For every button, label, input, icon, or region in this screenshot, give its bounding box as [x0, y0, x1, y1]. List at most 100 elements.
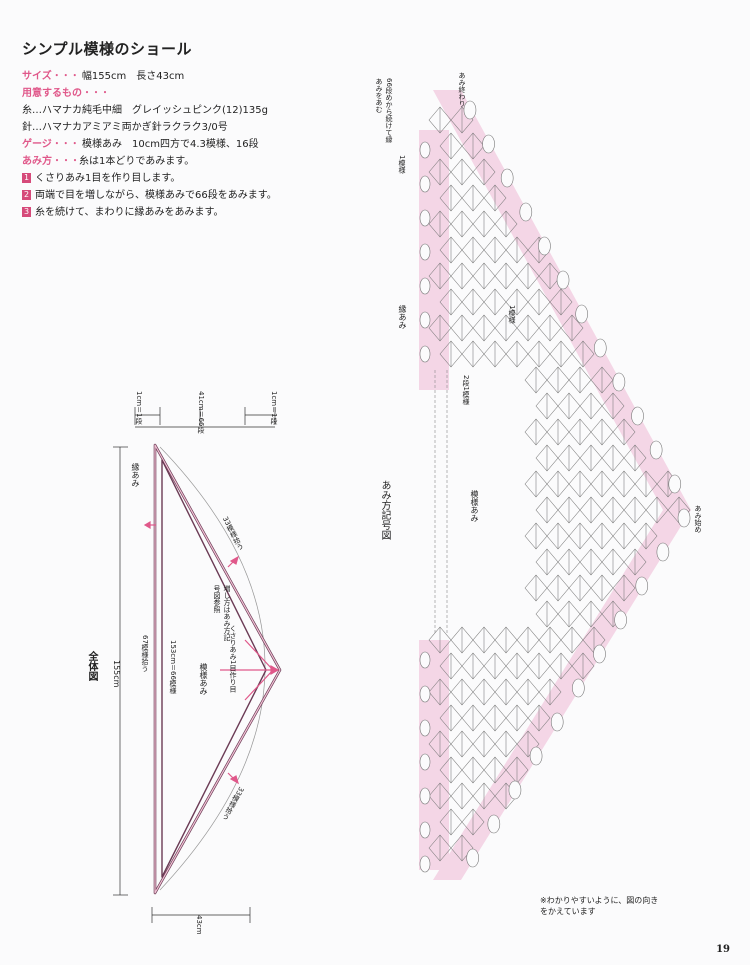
stitch-cell: [623, 548, 647, 576]
stitch-cell: [516, 730, 540, 758]
scallop: [519, 202, 533, 222]
scallop-left: [419, 685, 431, 703]
stitch-cell: [579, 444, 603, 472]
page-title: シンプル模様のショール: [22, 40, 193, 58]
spec-yarn: 糸…ハマナカ純毛中細 グレイッシュピンク(12)135g: [22, 105, 268, 116]
stitch-cell: [601, 548, 625, 576]
scallop: [593, 338, 607, 358]
overview-title: 全体図: [86, 651, 97, 681]
scallop: [538, 236, 551, 256]
stitch-cell: [612, 574, 636, 602]
stitch-cell: [524, 470, 548, 498]
stitch-cell: [516, 314, 540, 342]
scallop: [677, 508, 691, 528]
scallop-left: [419, 277, 431, 295]
stitch-cell: [461, 756, 485, 784]
stitch-cell: [450, 314, 474, 342]
stitch-cell: [527, 340, 551, 368]
stitch-cell: [546, 418, 570, 446]
width-label: 155cm: [112, 660, 121, 688]
stitch-cell: [494, 262, 518, 290]
scallop: [656, 542, 670, 562]
stitch-cell: [590, 470, 614, 498]
top-rows-label: 41cm＝66段: [197, 391, 205, 434]
stitch-cell: [483, 704, 507, 732]
stitch-cell: [568, 470, 592, 498]
stitch-cell: [472, 314, 496, 342]
chart-pattern-label: 模様あみ: [470, 490, 479, 522]
stitch-cell: [579, 548, 603, 576]
chart-edge-label: 縁あみ: [398, 305, 407, 329]
stitch-cell: [524, 574, 548, 602]
scallop-left: [419, 209, 431, 227]
stitch-cell: [472, 262, 496, 290]
stitch-cell: [461, 236, 485, 264]
stitch-cell: [601, 496, 625, 524]
stitch-cell: [472, 678, 496, 706]
stitch-cell: [538, 626, 562, 654]
chart-title: あみ方記号図: [379, 480, 390, 540]
scallop: [508, 780, 522, 800]
stitch-cell: [472, 210, 496, 238]
spec-materials: 用意するもの・・・: [22, 88, 110, 99]
right-rows-label: 1cm＝1段: [270, 391, 278, 425]
scallop: [635, 576, 649, 596]
stitch-cell: [546, 470, 570, 498]
scallop: [466, 848, 479, 868]
stitch-cell: [450, 106, 474, 134]
stitch-cell: [557, 548, 581, 576]
stitch-cell: [623, 496, 647, 524]
height-label: 43cm: [195, 915, 203, 935]
stitch-cell: [571, 652, 595, 680]
stitch-cell: [516, 626, 540, 654]
scallop: [612, 372, 626, 392]
scallop-left: [419, 719, 431, 737]
edge-end-label: あみ終わり: [458, 72, 466, 107]
stitch-cell: [535, 392, 559, 420]
stitch-cell: [524, 418, 548, 446]
stitch-cell: [472, 158, 496, 186]
scallop: [593, 644, 606, 664]
stitch-cell: [483, 184, 507, 212]
scallop: [487, 814, 501, 834]
stitch-cell: [549, 340, 573, 368]
scallop: [529, 746, 543, 766]
stitch-cell: [516, 678, 540, 706]
stitch-cell: [590, 418, 614, 446]
scallop: [482, 134, 495, 154]
stitch-cell: [560, 314, 584, 342]
spec-hook: 針…ハマナカアミアミ両かぎ針ラクラク3/0号: [22, 122, 228, 133]
scallop-left: [419, 821, 431, 839]
stitch-cell: [538, 314, 562, 342]
stitch-cell: [527, 704, 551, 732]
scallop: [550, 712, 564, 732]
overview-svg: [113, 407, 282, 923]
stitch-cell: [494, 210, 518, 238]
scallop-left: [419, 855, 431, 873]
stitch-cell: [546, 574, 570, 602]
start-label: あみ始め: [694, 505, 702, 533]
edge-start-note: 66段めから続けて縁あみをあむ: [375, 78, 393, 143]
stitch-cell: [557, 392, 581, 420]
spec-size: サイズ・・・ 幅155cm 長さ43cm: [22, 71, 185, 82]
stitch-cell: [527, 652, 551, 680]
stitch-cell: [450, 158, 474, 186]
stitch-cell: [472, 730, 496, 758]
stitch-cell: [568, 418, 592, 446]
stitch-cell: [483, 236, 507, 264]
stitch-cell: [535, 444, 559, 472]
stitch-cell: [505, 340, 529, 368]
increase-note: 増し方はあみ方記号図参照: [213, 585, 231, 641]
stitch-cell: [461, 704, 485, 732]
one-pattern-label: 1模様: [398, 155, 406, 174]
edge-label: 縁あみ: [131, 463, 140, 487]
stitch-chart: あみ方記号図 66段めから続けて縁あみをあむ あみ終わり あみ始め 縁あみ 1模…: [375, 70, 740, 910]
stitch-cell: [538, 678, 562, 706]
left-rows-label: 1cm＝1段: [135, 391, 143, 425]
stitch-cell: [483, 340, 507, 368]
stitch-cell: [483, 288, 507, 316]
stitch-cell: [579, 392, 603, 420]
pattern-label: 模様あみ: [199, 663, 208, 695]
